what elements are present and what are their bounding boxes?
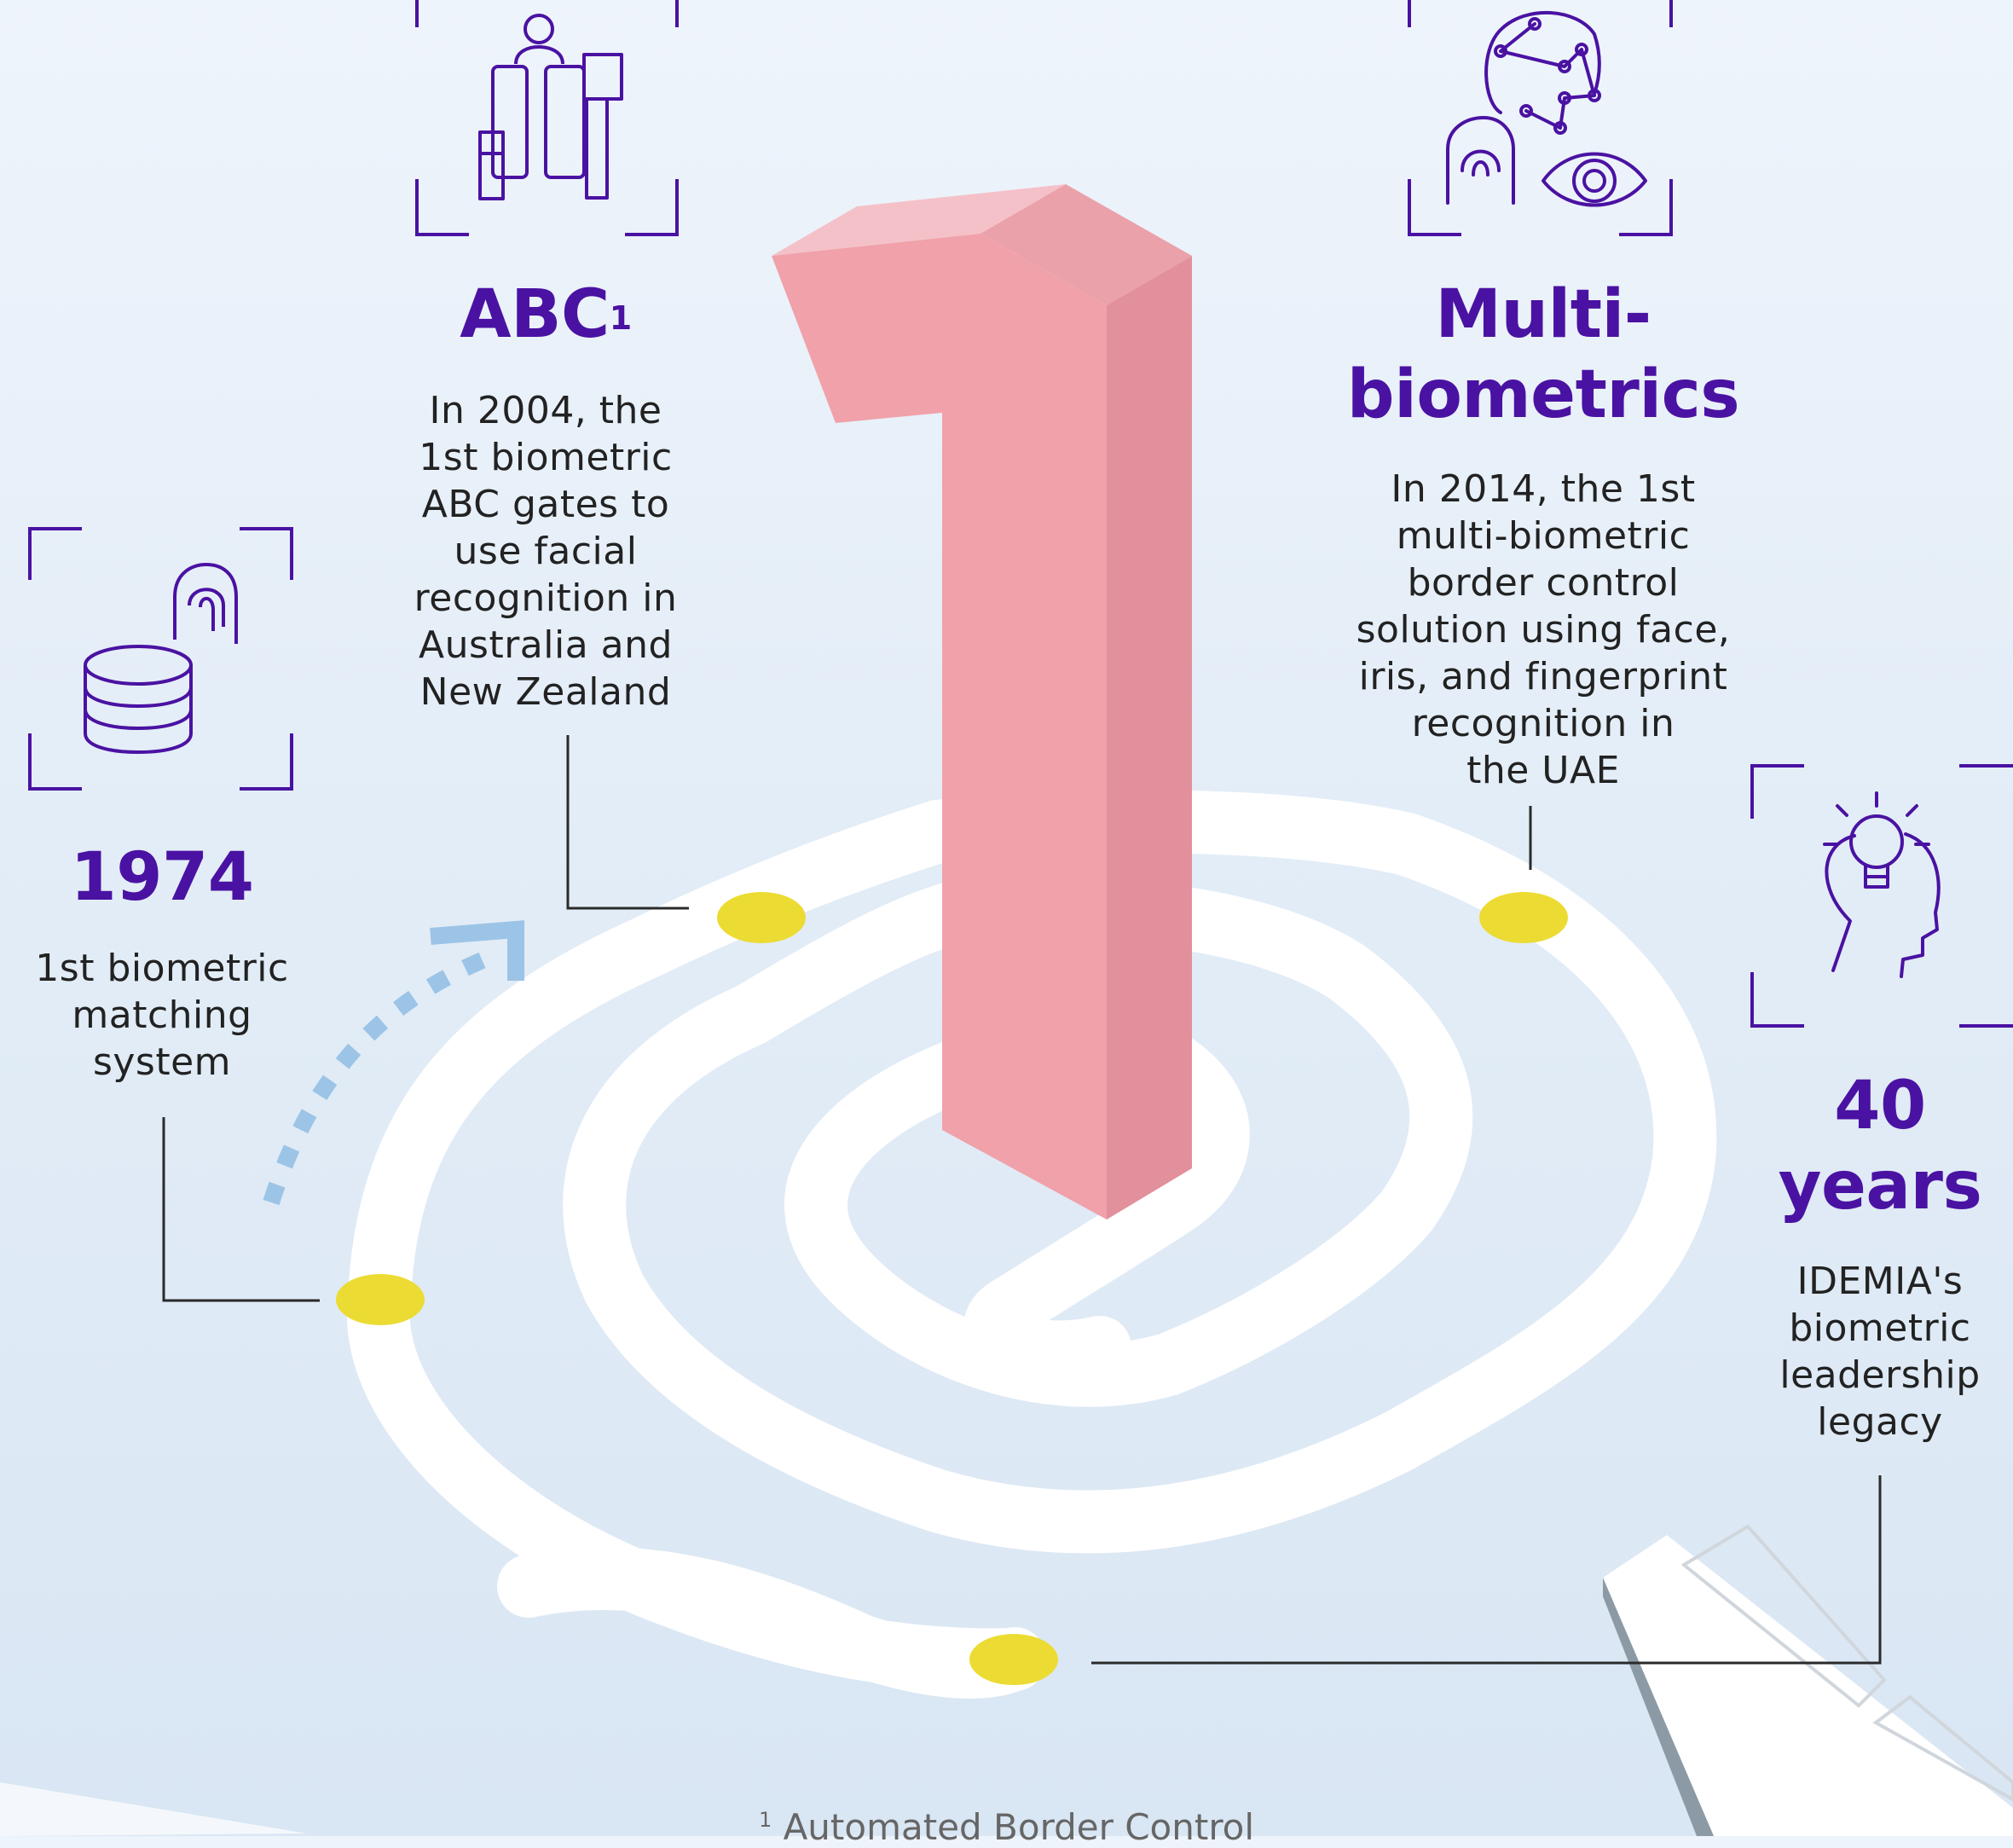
timeline-markers — [336, 892, 1568, 1685]
footnote-marker: 1 — [758, 1808, 772, 1832]
face-iris-fingerprint-icon — [1446, 11, 1647, 207]
abc-footnote-marker: 1 — [609, 299, 632, 337]
numeral-front-face — [772, 234, 1107, 1219]
year-1974-desc-line: system — [92, 1040, 232, 1084]
multi-desc-line: solution using face, — [1356, 608, 1731, 652]
year-1974-title: 1974 — [0, 837, 324, 918]
numeral-top-face — [772, 184, 1066, 256]
forty-years-description: IDEMIA's biometric leadership legacy — [1739, 1258, 2013, 1445]
multi-desc-line: border control — [1407, 561, 1680, 605]
footnote: 1 Automated Border Control — [0, 1806, 2013, 1848]
floor-highlight — [0, 1782, 307, 1836]
marker-40-years — [969, 1634, 1058, 1685]
numeral-one — [772, 184, 1192, 1219]
multi-desc-line: In 2014, the 1st — [1391, 467, 1696, 511]
spiral-outer-tail — [346, 1266, 1046, 1692]
forty-years-desc-line: leadership — [1779, 1353, 1981, 1397]
database-fingerprint-icon — [84, 563, 238, 754]
forty-years-title-line: 40 — [1834, 1068, 1926, 1144]
connector-lines — [162, 735, 1882, 1665]
marker-2004 — [717, 892, 806, 943]
multi-desc-line: multi-biometric — [1396, 514, 1691, 558]
multi-biometrics-description: In 2014, the 1st multi-biometric border … — [1313, 466, 1773, 794]
lightbulb-head-icon — [1823, 791, 1941, 978]
abc-description: In 2004, the 1st biometric ABC gates to … — [375, 387, 716, 715]
multi-title-line: Multi- — [1435, 276, 1651, 353]
numeral-top-right — [980, 184, 1192, 305]
forty-years-desc-line: legacy — [1817, 1400, 1943, 1444]
abc-desc-line: use facial — [454, 530, 638, 573]
icon-frames — [28, 0, 2013, 1028]
abc-desc-line: Australia and — [419, 623, 673, 667]
abc-title: ABC1 — [375, 275, 716, 355]
abc-desc-line: New Zealand — [419, 670, 672, 714]
year-1974-description: 1st biometric matching system — [0, 945, 324, 1086]
year-1974-text: 1974 — [70, 839, 254, 916]
forty-years-desc-line: IDEMIA's — [1796, 1260, 1964, 1303]
automated-gates-icon — [478, 14, 623, 200]
abc-desc-line: In 2004, the — [429, 389, 662, 432]
forty-years-title-line: years — [1778, 1148, 1982, 1225]
forty-years-desc-line: biometric — [1789, 1306, 1971, 1350]
multi-biometrics-title: Multi- biometrics — [1313, 275, 1773, 435]
year-1974-desc-line: matching — [72, 994, 252, 1037]
year-1974-desc-line: 1st biometric — [35, 947, 289, 990]
forty-years-title: 40 years — [1739, 1066, 2013, 1226]
multi-desc-line: recognition in — [1411, 702, 1675, 745]
numeral-side-face — [1107, 256, 1192, 1219]
multi-desc-line: the UAE — [1466, 749, 1620, 792]
footnote-text: Automated Border Control — [783, 1806, 1255, 1848]
abc-title-text: ABC — [460, 276, 610, 353]
multi-title-line: biometrics — [1346, 356, 1740, 433]
abc-desc-line: 1st biometric — [419, 436, 673, 479]
stylus-pen — [1603, 1524, 2013, 1836]
abc-desc-line: recognition in — [414, 576, 678, 620]
abc-desc-line: ABC gates to — [421, 483, 670, 526]
marker-2014 — [1479, 892, 1568, 943]
dotted-arrow — [263, 920, 524, 1206]
marker-1974 — [336, 1274, 425, 1325]
multi-desc-line: iris, and fingerprint — [1358, 655, 1728, 698]
